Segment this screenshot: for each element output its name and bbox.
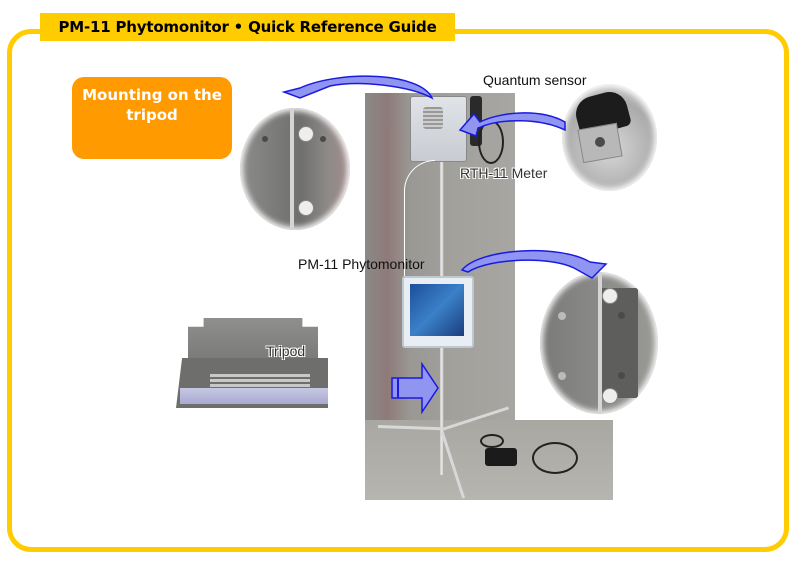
- mounting-knob: [602, 388, 618, 404]
- section-title: Mounting on the tripod: [82, 86, 222, 124]
- tripod-leg-stored: [210, 379, 310, 382]
- page-title: PM-11 Phytomonitor • Quick Reference Gui…: [58, 18, 437, 36]
- title-banner: PM-11 Phytomonitor • Quick Reference Gui…: [40, 13, 455, 41]
- inset-meter-bracket: [240, 108, 350, 230]
- curved-arrow-to-right-inset: [460, 249, 608, 279]
- curved-arrow-from-quantum-sensor: [458, 112, 566, 137]
- screw-hole: [618, 372, 625, 379]
- inset-rod: [290, 108, 294, 230]
- power-cable-coil: [532, 442, 578, 474]
- inset-rod: [598, 272, 602, 414]
- mounting-knob: [298, 126, 314, 142]
- curved-arrow-to-left-inset: [281, 75, 434, 100]
- screw-hole: [558, 312, 566, 320]
- case-front: [180, 388, 328, 404]
- inset-quantum-sensor: [562, 84, 657, 191]
- section-heading-box: Mounting on the tripod: [72, 77, 232, 159]
- screw-hole: [320, 136, 326, 142]
- mount-screw: [595, 137, 605, 147]
- screw-hole: [618, 312, 625, 319]
- label-tripod: Tripod: [266, 343, 306, 359]
- mounting-plate: [602, 288, 638, 398]
- mounting-knob: [602, 288, 618, 304]
- phytomonitor-screen: [410, 284, 464, 336]
- label-phytomonitor: PM-11 Phytomonitor: [298, 256, 425, 272]
- rth-meter-device: [410, 96, 467, 162]
- label-rth-meter: RTH-11 Meter: [460, 165, 548, 181]
- case-lid: [188, 318, 318, 358]
- phytomonitor-device: [402, 276, 474, 348]
- label-quantum-sensor: Quantum sensor: [483, 72, 587, 88]
- screw-hole: [262, 136, 268, 142]
- screw-hole: [558, 372, 566, 380]
- tripod-leg-stored: [210, 374, 310, 377]
- tripod-leg-stored: [210, 384, 310, 387]
- inset-phytomonitor-bracket: [540, 272, 658, 414]
- power-cable-coil: [480, 434, 504, 448]
- mounting-knob: [298, 200, 314, 216]
- power-adapter: [485, 448, 517, 466]
- meter-grille: [423, 107, 443, 129]
